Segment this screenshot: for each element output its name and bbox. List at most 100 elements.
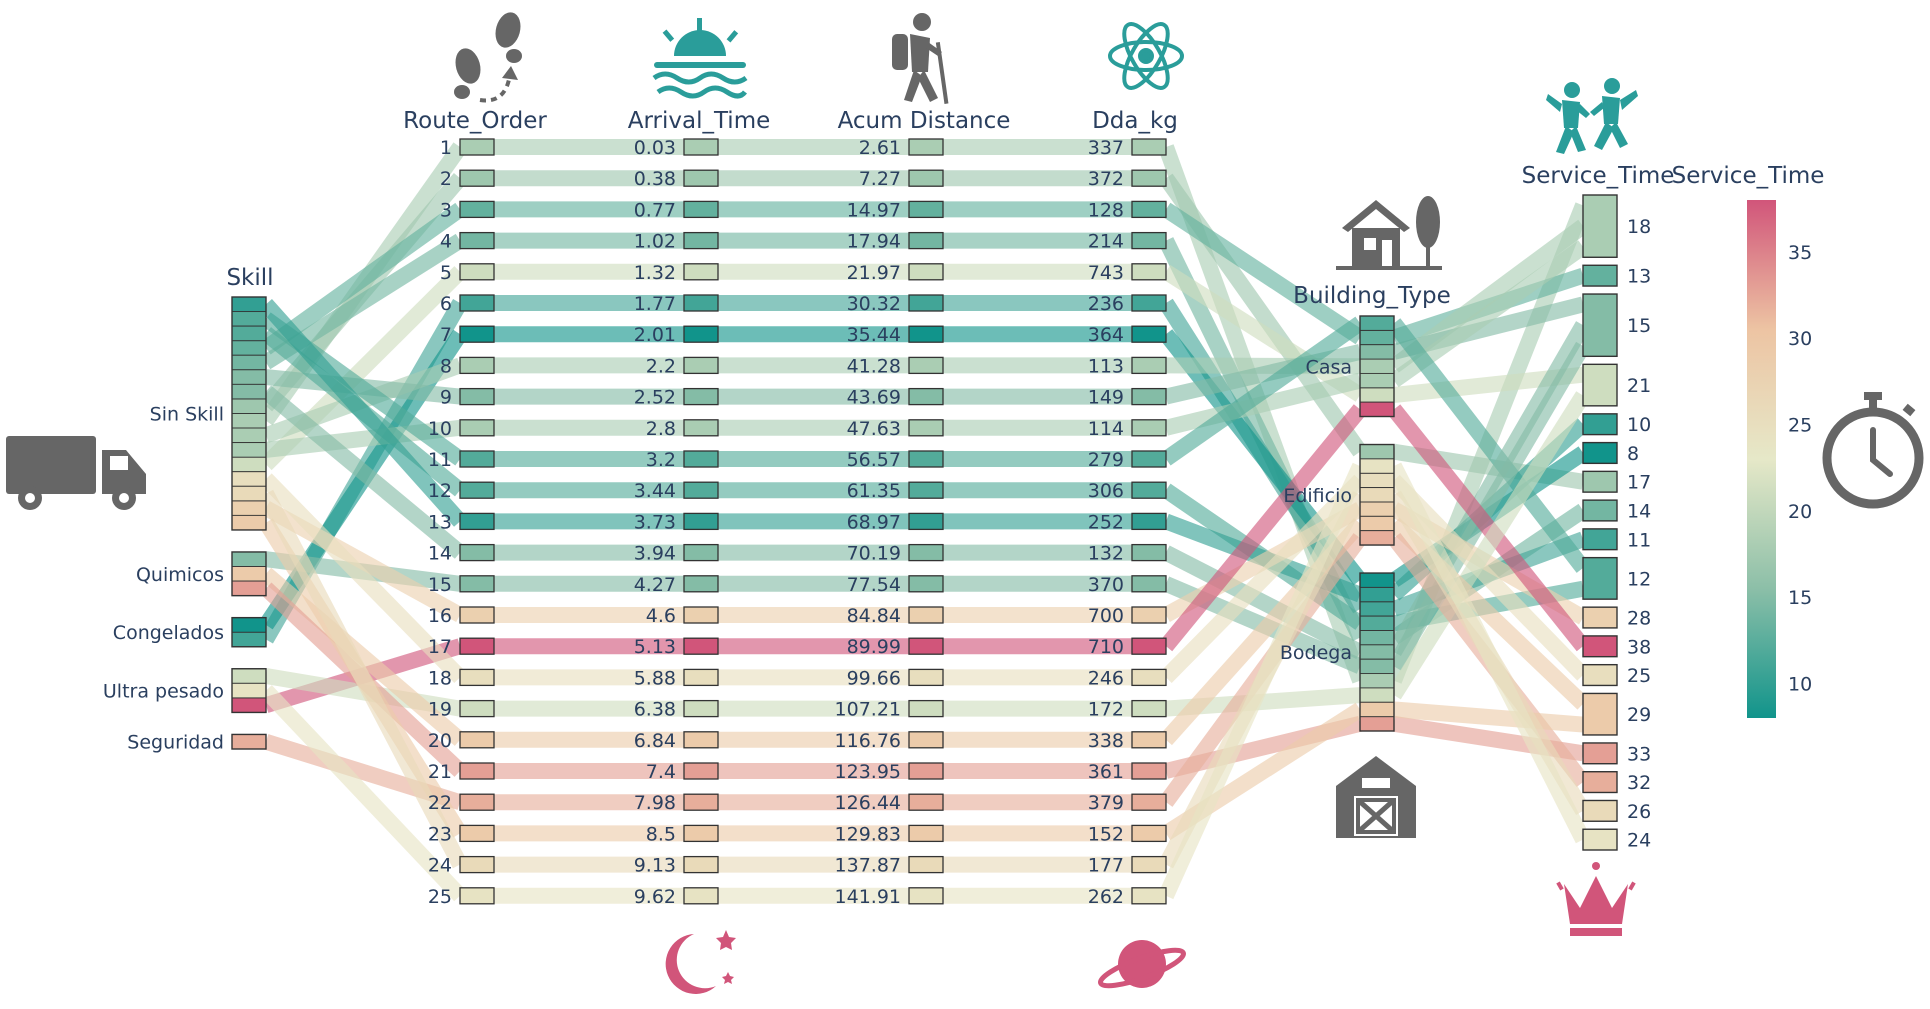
- colorbar-gradient: [1747, 200, 1776, 718]
- service-time-tick-label: 12: [1627, 568, 1651, 590]
- acum-distance-box-1: [908, 138, 944, 156]
- dda-kg-tick-label: 279: [1088, 449, 1124, 471]
- service-time-tick-label: 18: [1627, 216, 1651, 238]
- crown-icon: [1556, 862, 1636, 936]
- axis-title-acum-distance: Acum Distance: [838, 108, 1011, 134]
- skill-slice-15: [231, 551, 267, 567]
- skill-category-label: Seguridad: [127, 732, 224, 754]
- acum-distance-box-12: [908, 481, 944, 499]
- route-order-box-10: [459, 419, 495, 437]
- route-order-box-5: [459, 263, 495, 281]
- acum-distance-tick-label: 68.97: [847, 511, 901, 533]
- acum-distance-tick-label: 2.61: [859, 137, 901, 159]
- acum-distance-tick-label: 17.94: [847, 231, 901, 253]
- route-order-tick-label: 18: [428, 667, 452, 689]
- building-type-slice-7: [1359, 572, 1395, 588]
- building-type-category-box: [1359, 315, 1395, 418]
- acum-distance-tick-label: 141.91: [835, 886, 901, 908]
- building-type-slice-5: [1359, 387, 1395, 403]
- acum-distance-tick-label: 43.69: [847, 387, 901, 409]
- skill-category-box: [231, 668, 267, 714]
- dda-kg-tick-label: 372: [1088, 168, 1124, 190]
- dda-kg-box-16: [1131, 606, 1167, 624]
- ribbon-route-3-seg-0: [261, 202, 465, 355]
- ribbon-route-10-seg-4: [1164, 372, 1362, 436]
- building-type-slice-20: [1359, 515, 1395, 532]
- ribbon-route-25-seg-4: [1158, 462, 1368, 900]
- arrival-time-tick-label: 4.27: [634, 574, 676, 596]
- acum-distance-box-11: [908, 450, 944, 468]
- building-type-slice-10: [1359, 372, 1395, 389]
- acum-distance-box-20: [908, 731, 944, 749]
- service-time-box-21: [1582, 363, 1618, 407]
- colorbar-tick-label: 35: [1788, 242, 1812, 264]
- route-order-tick-label: 7: [440, 324, 452, 346]
- ribbon-route-25-seg-5: [1386, 462, 1591, 844]
- route-order-box-21: [459, 762, 495, 780]
- skill-slice-17: [231, 697, 267, 713]
- arrival-time-box-9: [683, 387, 719, 406]
- route-order-tick-label: 8: [440, 355, 452, 377]
- service-time-tick-label: 13: [1627, 266, 1651, 288]
- route-order-box-11: [459, 450, 495, 468]
- sunrise-icon: [652, 18, 748, 99]
- arrival-time-box-15: [683, 575, 719, 593]
- acum-distance-box-22: [908, 793, 944, 811]
- acum-distance-box-18: [908, 668, 944, 687]
- ribbon-route-13-seg-0: [260, 298, 466, 527]
- arrival-time-box-2: [683, 169, 719, 187]
- service-time-box-8: [1582, 441, 1618, 465]
- service-time-box-12: [1582, 556, 1618, 600]
- route-order-tick-label: 22: [428, 792, 452, 814]
- skill-slice-7: [231, 617, 267, 633]
- acum-distance-tick-label: 56.57: [847, 449, 901, 471]
- arrival-time-tick-label: 3.94: [634, 543, 676, 565]
- colorbar-tick-label: 30: [1788, 328, 1812, 350]
- dda-kg-box-24: [1131, 855, 1167, 874]
- service-time-box-13: [1582, 264, 1618, 287]
- arrival-time-box-8: [683, 356, 719, 375]
- route-order-tick-label: 1: [440, 137, 452, 159]
- dda-kg-tick-label: 700: [1088, 605, 1124, 627]
- skill-category-label: Congelados: [113, 622, 224, 644]
- skill-slice-20: [231, 566, 267, 582]
- arrival-time-box-5: [683, 263, 719, 281]
- service-time-box-14: [1582, 499, 1618, 522]
- arrival-time-box-11: [683, 450, 719, 468]
- skill-slice-9: [231, 369, 267, 385]
- dda-kg-box-5: [1131, 263, 1167, 281]
- building-type-category-box: [1359, 572, 1395, 732]
- skill-slice-2: [231, 398, 267, 414]
- building-type-slice-17: [1359, 401, 1395, 417]
- route-order-tick-label: 3: [440, 199, 452, 221]
- ribbon-route-19-seg-5: [1387, 391, 1590, 700]
- dda-kg-box-17: [1131, 637, 1167, 655]
- route-order-box-23: [459, 824, 495, 843]
- dda-kg-tick-label: 743: [1088, 262, 1124, 284]
- barn-icon: [1336, 756, 1416, 838]
- service-time-tick-label: 8: [1627, 443, 1639, 465]
- hiker-icon: [892, 13, 949, 104]
- arrival-time-box-16: [683, 606, 719, 624]
- acum-distance-tick-label: 61.35: [847, 480, 901, 502]
- acum-distance-tick-label: 77.54: [847, 574, 901, 596]
- route-order-tick-label: 13: [428, 511, 452, 533]
- acum-distance-tick-label: 137.87: [835, 855, 901, 877]
- service-time-tick-label: 26: [1627, 801, 1651, 823]
- acum-distance-box-10: [908, 419, 944, 437]
- acum-distance-tick-label: 89.99: [847, 636, 901, 658]
- ribbon-route-14-seg-4: [1162, 545, 1364, 660]
- route-order-tick-label: 10: [428, 418, 452, 440]
- arrival-time-box-21: [683, 762, 719, 780]
- acum-distance-box-19: [908, 699, 944, 718]
- service-time-box-29: [1582, 692, 1618, 736]
- ribbon-route-15-seg-5: [1387, 341, 1590, 671]
- skill-slice-1: [231, 413, 267, 429]
- colorbar-tick-label: 25: [1788, 414, 1812, 436]
- dda-kg-tick-label: 132: [1088, 543, 1124, 565]
- arrival-time-tick-label: 6.38: [634, 699, 676, 721]
- arrival-time-box-10: [683, 419, 719, 437]
- arrival-time-box-14: [683, 543, 719, 562]
- acum-distance-box-13: [908, 512, 944, 531]
- dda-kg-tick-label: 337: [1088, 137, 1124, 159]
